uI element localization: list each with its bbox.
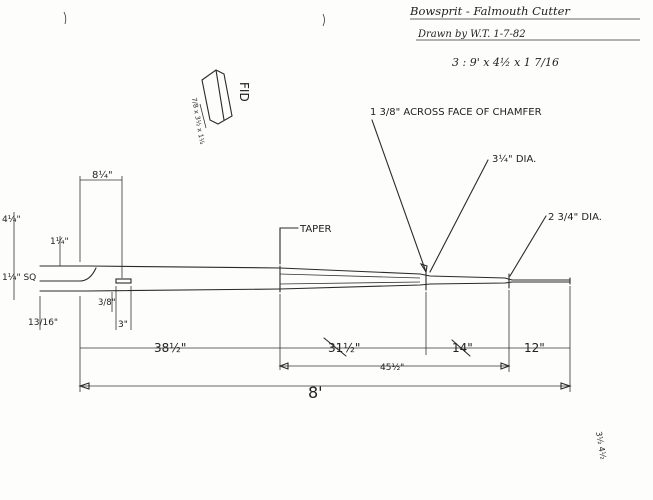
heel-dimensions: 8¼" 4¼" 1¼" 1¼" SQ 13/16" 3/8" 3" bbox=[2, 169, 132, 330]
dim-4-quarter: 4¼" bbox=[2, 215, 21, 225]
title-block: Bowsprit - Falmouth Cutter Drawn by W.T.… bbox=[409, 4, 640, 69]
taper-line-upper bbox=[279, 273, 421, 279]
heel-curve bbox=[39, 267, 97, 282]
dia-large-leader bbox=[429, 159, 489, 273]
tenon-slot bbox=[115, 278, 132, 284]
across-face-leader bbox=[371, 119, 427, 273]
spar-top-edge bbox=[39, 265, 571, 281]
dim-31-half: 31½" bbox=[328, 341, 360, 355]
dim-38-half: 38½" bbox=[154, 341, 186, 355]
drawn-by: Drawn by W.T. 1-7-82 bbox=[417, 29, 526, 40]
dim-8ft-arrow-right bbox=[560, 382, 572, 390]
dim-8ft-arrow-left bbox=[78, 382, 90, 390]
strike-14 bbox=[451, 339, 471, 357]
across-face-label: 1 3/8" ACROSS FACE OF CHAMFER bbox=[370, 107, 542, 118]
dim-8ft: 8' bbox=[308, 383, 323, 402]
taper-line-lower bbox=[279, 281, 421, 285]
stock-size: 3 : 9' x 4½ x 1 7/16 bbox=[452, 56, 559, 69]
dim-45-half-arrow-right bbox=[500, 362, 511, 370]
dim-12: 12" bbox=[524, 341, 545, 355]
dia-small-label: 2 3/4" DIA. bbox=[548, 212, 602, 223]
dim-3: 3" bbox=[118, 320, 128, 330]
dia-small-leader bbox=[509, 215, 547, 277]
binder-marks bbox=[63, 11, 325, 27]
taper-leader bbox=[279, 227, 299, 265]
leaders: 1 3/8" ACROSS FACE OF CHAMFER 3¼" DIA. 2… bbox=[279, 107, 602, 277]
fid-note: 7/8 x 3½ x 1¼ bbox=[190, 97, 206, 146]
across-face-arrow bbox=[419, 262, 428, 274]
dim-8-quarter: 8¼" bbox=[92, 169, 113, 181]
taper-label: TAPER bbox=[299, 224, 332, 235]
dia-large-label: 3¼" DIA. bbox=[492, 153, 536, 165]
dim-45-half-arrow-left bbox=[278, 362, 289, 370]
fid-edge bbox=[215, 69, 225, 121]
dim-13-16: 13/16" bbox=[28, 318, 58, 328]
length-dimensions: 38½" 31½" 14" 12" 45½" 8' bbox=[78, 286, 572, 402]
bowsprit-outline bbox=[39, 265, 571, 293]
strike-31-half bbox=[323, 337, 347, 357]
dim-1-quarter: 1¼" bbox=[50, 237, 69, 247]
drawing-title: Bowsprit - Falmouth Cutter bbox=[409, 4, 571, 18]
dim-1-quarter-sq: 1¼" SQ bbox=[2, 273, 36, 283]
dim-3-8: 3/8" bbox=[98, 298, 116, 308]
dim-45-half: 45½" bbox=[380, 363, 404, 373]
fid-label: FID bbox=[237, 82, 251, 102]
binder-mark-left bbox=[63, 11, 67, 25]
binder-mark-right bbox=[322, 13, 325, 27]
spar-bottom-edge bbox=[39, 281, 571, 292]
fid-dim-line bbox=[199, 103, 207, 129]
fid-sketch: FID 7/8 x 3½ x 1¼ bbox=[190, 69, 251, 146]
margin-note: 3½ 4½ bbox=[594, 431, 608, 461]
